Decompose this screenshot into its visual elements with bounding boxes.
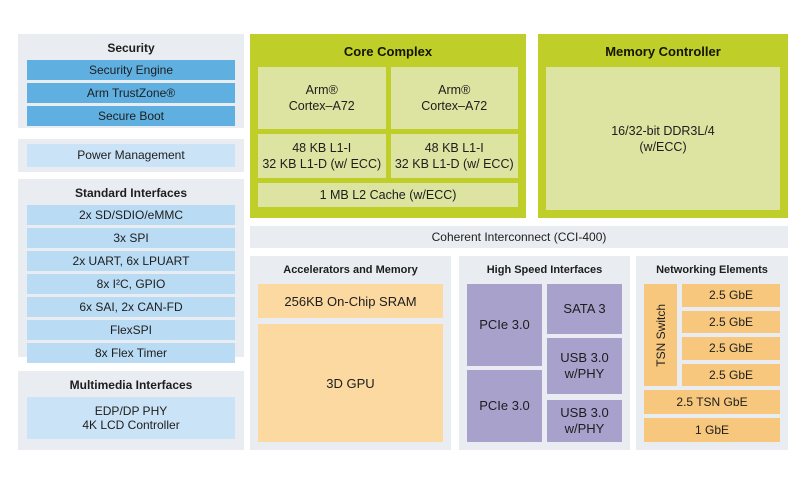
networking-title: Networking Elements	[656, 264, 768, 276]
memory-controller-title: Memory Controller	[605, 44, 721, 59]
flexspi-block: FlexSPI	[27, 320, 235, 340]
power-management-block: Power Management	[27, 144, 235, 167]
l2-cache-block: 1 MB L2 Cache (w/ECC)	[258, 183, 518, 207]
one-gbe-block: 1 GbE	[644, 418, 780, 442]
security-panel: Security Security Engine Arm TrustZone® …	[18, 34, 244, 128]
core-row: Arm® Cortex–A72 Arm® Cortex–A72	[258, 67, 518, 129]
gbe-ports-column: 2.5 GbE 2.5 GbE 2.5 GbE 2.5 GbE	[682, 284, 780, 386]
standard-interfaces-title: Standard Interfaces	[74, 186, 188, 200]
l1-cache-row: 48 KB L1-I 32 KB L1-D (w/ ECC) 48 KB L1-…	[258, 134, 518, 178]
tsn-gbe-block: 2.5 TSN GbE	[644, 390, 780, 414]
gbe-port-1: 2.5 GbE	[682, 284, 780, 307]
usb-block-2: USB 3.0 w/PHY	[547, 400, 622, 442]
gbe-port-2: 2.5 GbE	[682, 310, 780, 333]
gpu-block: 3D GPU	[258, 324, 443, 442]
l1-cache-2: 48 KB L1-I 32 KB L1-D (w/ ECC)	[390, 134, 518, 178]
pcie-column: PCIe 3.0 PCIe 3.0	[467, 284, 542, 442]
tsn-switch-block: TSN Switch	[644, 284, 677, 386]
security-title: Security	[107, 41, 155, 55]
usb-block-1: USB 3.0 w/PHY	[547, 338, 622, 394]
tsn-section: TSN Switch 2.5 GbE 2.5 GbE 2.5 GbE 2.5 G…	[644, 284, 780, 386]
ddr-controller-block: 16/32-bit DDR3L/4 (w/ECC)	[546, 67, 780, 210]
spi-block: 3x SPI	[27, 228, 235, 248]
pcie-block-1: PCIe 3.0	[467, 284, 542, 366]
high-speed-title: High Speed Interfaces	[486, 264, 603, 276]
flex-timer-block: 8x Flex Timer	[27, 343, 235, 363]
standard-interfaces-panel: Standard Interfaces 2x SD/SDIO/eMMC 3x S…	[18, 179, 244, 363]
accelerators-title: Accelerators and Memory	[283, 264, 418, 276]
high-speed-grid: PCIe 3.0 PCIe 3.0 SATA 3 USB 3.0 w/PHY U…	[467, 284, 622, 442]
onchip-sram-block: 256KB On-Chip SRAM	[258, 284, 443, 318]
networking-grid: TSN Switch 2.5 GbE 2.5 GbE 2.5 GbE 2.5 G…	[644, 284, 780, 442]
l1-cache-1: 48 KB L1-I 32 KB L1-D (w/ ECC)	[258, 134, 386, 178]
networking-panel: Networking Elements TSN Switch 2.5 GbE 2…	[636, 256, 788, 450]
display-controller-block: EDP/DP PHY 4K LCD Controller	[27, 397, 235, 439]
memory-controller-panel: Memory Controller 16/32-bit DDR3L/4 (w/E…	[538, 34, 788, 218]
arm-trustzone-block: Arm TrustZone®	[27, 83, 235, 103]
sai-canfd-block: 6x SAI, 2x CAN-FD	[27, 297, 235, 317]
cortex-a72-core-1: Arm® Cortex–A72	[258, 67, 386, 129]
core-complex-title: Core Complex	[343, 44, 433, 59]
core-complex-panel: Core Complex Arm® Cortex–A72 Arm® Cortex…	[250, 34, 526, 218]
tsn-switch-label: TSN Switch	[653, 303, 668, 367]
high-speed-panel: High Speed Interfaces PCIe 3.0 PCIe 3.0 …	[459, 256, 630, 450]
uart-lpuart-block: 2x UART, 6x LPUART	[27, 251, 235, 271]
multimedia-interfaces-title: Multimedia Interfaces	[69, 378, 193, 392]
gbe-port-3: 2.5 GbE	[682, 337, 780, 360]
multimedia-interfaces-panel: Multimedia Interfaces EDP/DP PHY 4K LCD …	[18, 371, 244, 450]
gbe-port-4: 2.5 GbE	[682, 363, 780, 386]
sd-sdio-emmc-block: 2x SD/SDIO/eMMC	[27, 205, 235, 225]
secure-boot-block: Secure Boot	[27, 106, 235, 126]
accelerators-panel: Accelerators and Memory 256KB On-Chip SR…	[250, 256, 451, 450]
sata-usb-column: SATA 3 USB 3.0 w/PHY USB 3.0 w/PHY	[547, 284, 622, 442]
sata-block: SATA 3	[547, 284, 622, 334]
cortex-a72-core-2: Arm® Cortex–A72	[390, 67, 518, 129]
power-management-panel: Power Management	[18, 139, 244, 172]
pcie-block-2: PCIe 3.0	[467, 370, 542, 442]
coherent-interconnect-bar: Coherent Interconnect (CCI-400)	[250, 226, 788, 248]
security-engine-block: Security Engine	[27, 60, 235, 80]
i2c-gpio-block: 8x I²C, GPIO	[27, 274, 235, 294]
